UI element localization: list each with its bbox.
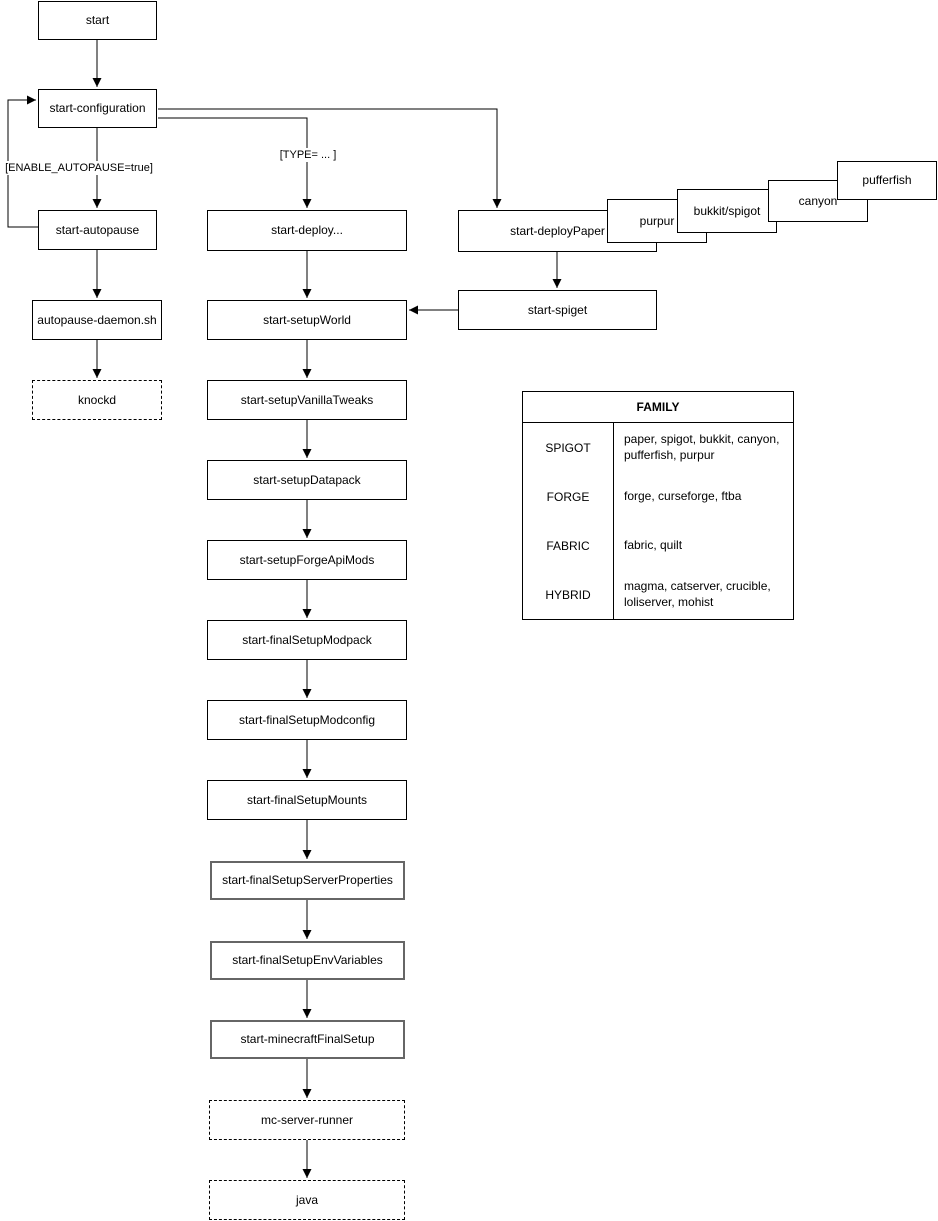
family-table: FAMILY SPIGOT paper, spigot, bukkit, can… (522, 391, 794, 620)
node-start-configuration: start-configuration (38, 89, 157, 128)
node-autopause-daemon: autopause-daemon.sh (32, 300, 162, 340)
family-row-fabric: FABRIC fabric, quilt (523, 521, 793, 570)
node-start-setupdatapack: start-setupDatapack (207, 460, 407, 500)
node-start-setupforgeapimods: start-setupForgeApiMods (207, 540, 407, 580)
node-start-setupworld: start-setupWorld (207, 300, 407, 340)
node-start-minecraftfinalsetup: start-minecraftFinalSetup (210, 1020, 405, 1059)
family-members: magma, catserver, crucible, loliserver, … (624, 578, 771, 609)
family-table-body: SPIGOT paper, spigot, bukkit, canyon, pu… (523, 423, 793, 619)
edge-label-type: [TYPE= ... ] (277, 148, 339, 162)
node-java: java (209, 1180, 405, 1220)
node-knockd: knockd (32, 380, 162, 420)
node-start-spiget: start-spiget (458, 290, 657, 330)
family-name: SPIGOT (523, 423, 614, 472)
node-start-deploy: start-deploy... (207, 210, 407, 251)
family-table-title: FAMILY (523, 392, 793, 423)
family-row-spigot: SPIGOT paper, spigot, bukkit, canyon, pu… (523, 423, 793, 472)
node-start-finalsetupmounts: start-finalSetupMounts (207, 780, 407, 820)
edge-label-enable-autopause: [ENABLE_AUTOPAUSE=true] (3, 161, 155, 175)
family-name: HYBRID (523, 570, 614, 619)
node-start-setupvanillatweaks: start-setupVanillaTweaks (207, 380, 407, 420)
edge-configuration-to-deploypaper (158, 108, 502, 208)
family-members: forge, curseforge, ftba (624, 488, 742, 503)
family-name: FABRIC (523, 521, 614, 570)
family-row-hybrid: HYBRID magma, catserver, crucible, lolis… (523, 570, 793, 619)
node-start-finalsetupserverproperties: start-finalSetupServerProperties (210, 861, 405, 900)
family-members: paper, spigot, bukkit, canyon, pufferfis… (624, 431, 780, 462)
node-mc-server-runner: mc-server-runner (209, 1100, 405, 1140)
node-bukkit-spigot: bukkit/spigot (677, 189, 777, 233)
node-pufferfish: pufferfish (837, 161, 937, 200)
edge-configuration-to-deploy (158, 117, 312, 208)
family-members: fabric, quilt (624, 537, 683, 552)
node-canyon: canyon (768, 180, 868, 222)
node-start-finalsetupenvvariables: start-finalSetupEnvVariables (210, 941, 405, 980)
family-name: FORGE (523, 472, 614, 521)
node-start-finalsetupmodconfig: start-finalSetupModconfig (207, 700, 407, 740)
node-start-finalsetupmodpack: start-finalSetupModpack (207, 620, 407, 660)
node-start: start (38, 1, 157, 40)
family-row-forge: FORGE forge, curseforge, ftba (523, 472, 793, 521)
node-start-autopause: start-autopause (38, 210, 157, 250)
